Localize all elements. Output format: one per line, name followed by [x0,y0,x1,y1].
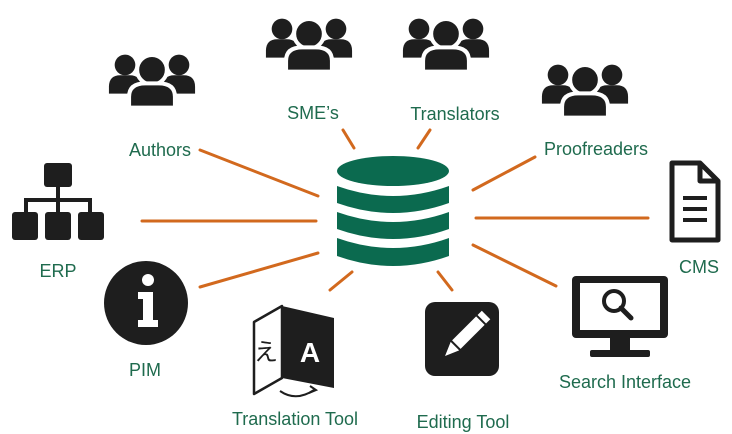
connector-translation-tool [328,270,354,292]
label-translation-tool: Translation Tool [231,409,359,429]
pencil-icon [425,302,499,376]
connector-lines [140,128,650,292]
label-smes: SME’s [287,103,339,123]
connector-authors [198,148,320,198]
label-search-interface: Search Interface [558,372,692,392]
smes-icon [266,19,352,72]
label-cms: CMS [679,257,719,277]
connector-editing-tool [436,270,454,292]
label-erp: ERP [39,261,77,281]
info-icon [104,261,188,345]
sitemap-icon [12,163,104,240]
document-icon [669,160,721,243]
authors-icon [109,55,195,108]
label-authors: Authors [128,140,192,160]
label-pim: PIM [128,360,162,380]
translate-icon: え A [252,304,334,398]
label-proofreaders: Proofreaders [543,139,649,159]
svg-text:え: え [254,338,278,366]
label-editing-tool: Editing Tool [416,412,510,432]
connector-smes [341,128,356,150]
monitor-search-icon [572,276,668,357]
label-translators: Translators [410,104,500,124]
connector-translators [416,128,432,150]
translators-icon [403,19,489,72]
svg-text:A: A [300,337,320,368]
connector-pim [198,251,320,289]
database-icon [337,156,449,266]
proofreaders-icon [542,65,628,118]
connector-proofreaders [471,155,537,192]
connector-search-interface [471,243,558,288]
